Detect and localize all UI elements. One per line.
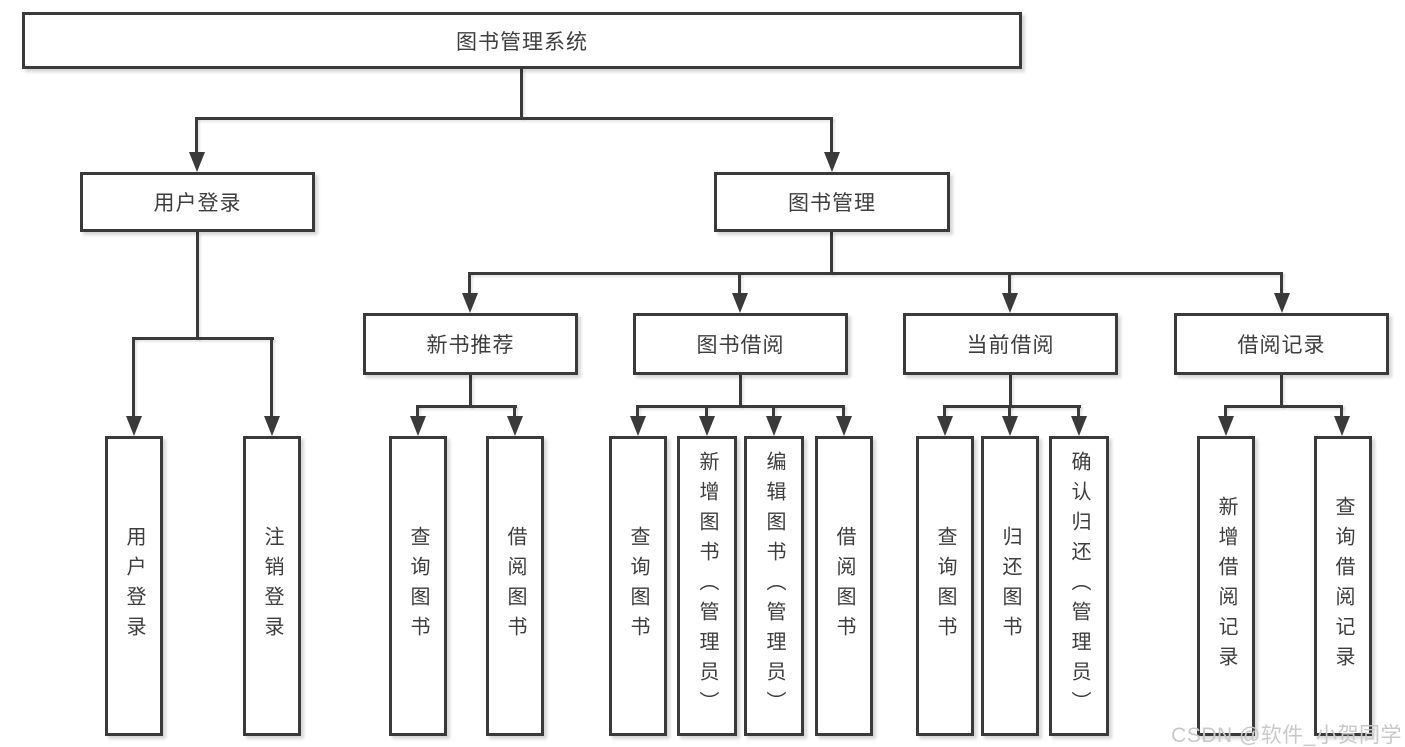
node-leaf-confirm-return-admin: 确认归还（管理员） (1049, 436, 1109, 736)
connector-to-query-record (1340, 405, 1343, 417)
connector-to-query2 (636, 405, 639, 417)
arrow-down-records (1274, 293, 1290, 313)
connector-to-borrowing (738, 272, 741, 294)
arrow-down-new-book (462, 293, 478, 313)
connector-to-add-record (1224, 405, 1227, 417)
node-leaf-add-borrow-record: 新增借阅记录 (1197, 436, 1255, 736)
connector-root-stem (520, 68, 523, 118)
connector-to-leaf-logout (270, 337, 273, 417)
connector-to-query1 (416, 405, 419, 417)
connector-to-borrow2 (842, 405, 845, 417)
arrow-down-query-record (1334, 416, 1350, 436)
node-leaf-edit-books-admin: 编辑图书（管理员） (744, 436, 804, 736)
node-leaf-query-books-3: 查询图书 (916, 436, 974, 736)
arrow-down-return-books (1002, 416, 1018, 436)
arrow-down-borrow2 (836, 416, 852, 436)
arrow-down-borrowing (732, 293, 748, 313)
connector-root-cross (196, 117, 833, 120)
connector-user-login-stem (196, 232, 199, 339)
connector-current-stem (1009, 375, 1012, 407)
connector-current-cross (943, 405, 1081, 408)
connector-to-leaf-user-login (132, 337, 135, 417)
connector-records-stem (1280, 375, 1283, 407)
arrow-down-confirm-return (1071, 416, 1087, 436)
connector-borrowing-cross (636, 405, 845, 408)
arrow-down-borrow1 (507, 416, 523, 436)
node-current-borrowing: 当前借阅 (903, 313, 1118, 375)
connector-to-confirm-return (1077, 405, 1080, 417)
arrow-down-add-record (1218, 416, 1234, 436)
arrow-down-query1 (410, 416, 426, 436)
arrow-down-add-books (699, 416, 715, 436)
connector-to-user-login (195, 117, 198, 154)
arrow-down-edit-books (766, 416, 782, 436)
node-borrowing-records: 借阅记录 (1174, 313, 1389, 375)
connector-to-add-books (705, 405, 708, 417)
node-new-book-recommend: 新书推荐 (363, 313, 578, 375)
node-leaf-user-login: 用户登录 (105, 436, 163, 736)
node-leaf-return-books: 归还图书 (981, 436, 1039, 736)
node-leaf-borrow-books-2: 借阅图书 (815, 436, 873, 736)
connector-to-edit-books (772, 405, 775, 417)
connector-to-current (1008, 272, 1011, 294)
connector-book-management-stem (830, 232, 833, 274)
connector-new-book-stem (469, 375, 472, 407)
arrow-down-query3 (937, 416, 953, 436)
node-leaf-add-books-admin: 新增图书（管理员） (677, 436, 737, 736)
arrow-down-leaf-user-login (126, 416, 142, 436)
watermark: CSDN @软件_小贺同学 (1171, 724, 1402, 747)
node-leaf-query-borrow-record: 查询借阅记录 (1314, 436, 1372, 736)
connector-to-records (1280, 272, 1283, 294)
connector-records-cross (1224, 405, 1343, 408)
connector-to-return-books (1008, 405, 1011, 417)
node-user-login: 用户登录 (80, 172, 315, 232)
arrow-down-current (1002, 293, 1018, 313)
connector-to-borrow1 (513, 405, 516, 417)
arrow-down-leaf-logout (264, 416, 280, 436)
node-leaf-query-books-1: 查询图书 (389, 436, 447, 736)
connector-new-book-cross (416, 405, 517, 408)
connector-user-login-cross (132, 337, 274, 340)
connector-to-book-management (830, 117, 833, 154)
arrow-down-user-login (189, 152, 205, 172)
node-book-management: 图书管理 (714, 172, 950, 232)
connector-to-query3 (943, 405, 946, 417)
arrow-down-query2 (630, 416, 646, 436)
connector-level2-cross (468, 272, 1283, 275)
node-leaf-logout: 注销登录 (243, 436, 301, 736)
arrow-down-book-management (824, 152, 840, 172)
node-leaf-borrow-books-1: 借阅图书 (486, 436, 544, 736)
node-library-system: 图书管理系统 (22, 12, 1022, 69)
connector-to-new-book (468, 272, 471, 294)
node-book-borrowing: 图书借阅 (633, 313, 848, 375)
connector-borrowing-stem (739, 375, 742, 407)
node-leaf-query-books-2: 查询图书 (609, 436, 667, 736)
